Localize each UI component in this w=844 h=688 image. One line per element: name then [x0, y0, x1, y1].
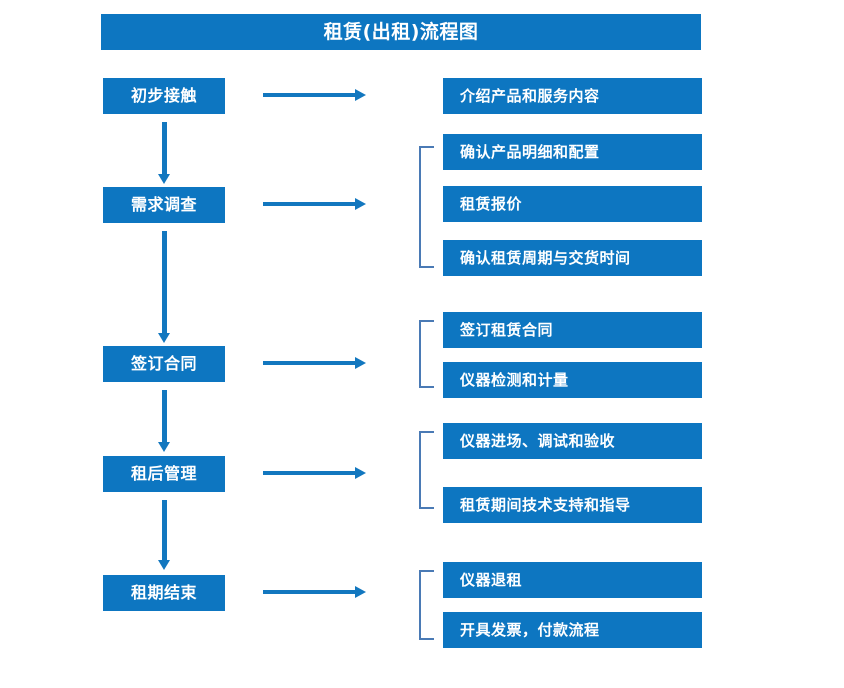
detail-box-6: 仪器检测和计量 — [443, 362, 702, 398]
stage-label-4: 租后管理 — [130, 464, 197, 483]
stage-box-4: 租后管理 — [103, 456, 225, 492]
arrow-head — [355, 198, 366, 210]
stage-label-5: 租期结束 — [130, 583, 197, 602]
vertical-arrow-2 — [158, 231, 170, 343]
arrow-shaft — [162, 231, 167, 333]
arrow-head — [355, 467, 366, 479]
detail-box-10: 开具发票，付款流程 — [443, 612, 702, 648]
arrow-shaft — [263, 93, 356, 97]
detail-label-10: 开具发票，付款流程 — [460, 620, 600, 639]
vertical-arrow-1 — [158, 122, 170, 184]
arrow-shaft — [263, 590, 356, 594]
detail-label-6: 仪器检测和计量 — [460, 370, 569, 389]
detail-label-7: 仪器进场、调试和验收 — [460, 431, 616, 450]
arrow-shaft — [263, 361, 356, 365]
detail-box-3: 租赁报价 — [443, 186, 702, 222]
arrow-shaft — [162, 500, 167, 560]
stage-box-2: 需求调查 — [103, 187, 225, 223]
horizontal-arrow-1 — [263, 89, 367, 101]
detail-label-5: 签订租赁合同 — [460, 320, 554, 339]
arrow-shaft — [263, 471, 356, 475]
detail-box-2: 确认产品明细和配置 — [443, 134, 702, 170]
horizontal-arrow-3 — [263, 357, 367, 369]
stage-label-1: 初步接触 — [130, 86, 197, 105]
arrow-shaft — [263, 202, 356, 206]
detail-label-3: 租赁报价 — [460, 194, 523, 213]
detail-box-8: 租赁期间技术支持和指导 — [443, 487, 702, 523]
detail-label-8: 租赁期间技术支持和指导 — [460, 495, 631, 514]
vertical-arrow-3 — [158, 390, 170, 452]
detail-label-2: 确认产品明细和配置 — [460, 142, 600, 161]
arrow-head — [158, 560, 170, 570]
arrow-head — [355, 89, 366, 101]
detail-box-7: 仪器进场、调试和验收 — [443, 423, 702, 459]
arrow-head — [158, 174, 170, 184]
arrow-head — [158, 333, 170, 343]
group-bracket-4 — [419, 431, 434, 509]
stage-box-1: 初步接触 — [103, 78, 225, 114]
detail-label-9: 仪器退租 — [460, 570, 523, 589]
stage-box-5: 租期结束 — [103, 575, 225, 611]
vertical-arrow-4 — [158, 500, 170, 570]
stage-box-3: 签订合同 — [103, 346, 225, 382]
flowchart-title-text: 租赁(出租)流程图 — [323, 20, 479, 43]
detail-box-4: 确认租赁周期与交货时间 — [443, 240, 702, 276]
detail-box-5: 签订租赁合同 — [443, 312, 702, 348]
flowchart-title-bar: 租赁(出租)流程图 — [101, 14, 701, 50]
detail-label-1: 介绍产品和服务内容 — [460, 86, 600, 105]
detail-box-9: 仪器退租 — [443, 562, 702, 598]
arrow-head — [158, 442, 170, 452]
group-bracket-3 — [419, 320, 434, 388]
detail-box-1: 介绍产品和服务内容 — [443, 78, 702, 114]
group-bracket-2 — [419, 146, 434, 268]
arrow-shaft — [162, 122, 167, 174]
horizontal-arrow-2 — [263, 198, 367, 210]
arrow-head — [355, 586, 366, 598]
stage-label-2: 需求调查 — [130, 195, 197, 214]
horizontal-arrow-5 — [263, 586, 367, 598]
group-bracket-5 — [419, 570, 434, 640]
arrow-shaft — [162, 390, 167, 442]
arrow-head — [355, 357, 366, 369]
stage-label-3: 签订合同 — [130, 354, 197, 373]
detail-label-4: 确认租赁周期与交货时间 — [460, 248, 631, 267]
horizontal-arrow-4 — [263, 467, 367, 479]
